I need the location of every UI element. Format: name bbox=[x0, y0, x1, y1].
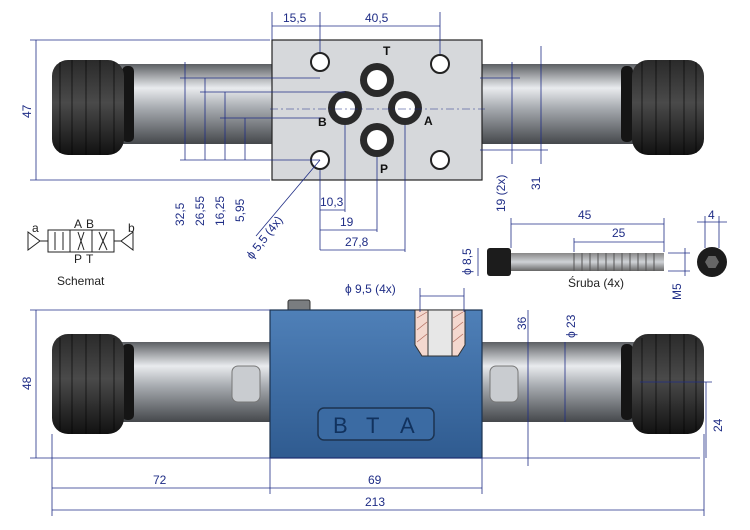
port-p-label: P bbox=[380, 162, 388, 176]
dim-screw-45: 45 bbox=[578, 208, 592, 222]
side-view: B T A bbox=[52, 299, 704, 459]
dim-19-2x: 19 (2x) bbox=[494, 175, 508, 212]
dim-40-5: 40,5 bbox=[365, 11, 389, 25]
dim-36: 36 bbox=[515, 316, 529, 330]
top-view: T A B P bbox=[52, 39, 704, 181]
left-knob-side bbox=[52, 334, 124, 434]
right-solenoid-tube bbox=[480, 64, 640, 144]
port-b-label: B bbox=[318, 115, 327, 129]
dim-15-5: 15,5 bbox=[283, 11, 307, 25]
dim-26-55: 26,55 bbox=[193, 196, 207, 226]
dim-10-3: 10,3 bbox=[320, 195, 344, 209]
dim-phi-9-5: ϕ 9,5 (4x) bbox=[345, 282, 396, 296]
dim-47: 47 bbox=[20, 104, 34, 118]
brand-plate bbox=[317, 407, 435, 441]
left-knob bbox=[52, 60, 124, 155]
dim-213: 213 bbox=[365, 495, 385, 509]
schema-label-B: B bbox=[86, 217, 94, 231]
dim-27-8: 27,8 bbox=[345, 235, 369, 249]
mounting-holes bbox=[310, 52, 450, 170]
schema-label-A: A bbox=[74, 217, 82, 231]
left-ring bbox=[122, 66, 134, 142]
dim-48: 48 bbox=[20, 376, 34, 390]
dim-19: 19 bbox=[340, 215, 354, 229]
schema-label-T: T bbox=[86, 252, 94, 266]
dim-69: 69 bbox=[368, 473, 382, 487]
brand-letter-b: B bbox=[333, 413, 350, 438]
dim-screw-25: 25 bbox=[612, 226, 626, 240]
dim-screw-m5: M5 bbox=[670, 283, 684, 300]
port-t-label: T bbox=[383, 44, 391, 58]
schema-caption: Schemat bbox=[57, 274, 105, 288]
ports bbox=[328, 63, 422, 157]
hydraulic-schematic: a b A B P T Schemat bbox=[27, 217, 135, 288]
dim-hole-5-5: ϕ 5,5 (4x) bbox=[243, 213, 285, 262]
schema-label-b: b bbox=[128, 221, 135, 235]
right-knob-side bbox=[632, 334, 704, 434]
schema-label-a: a bbox=[32, 221, 39, 235]
right-ring bbox=[621, 66, 633, 142]
dim-24: 24 bbox=[711, 418, 725, 432]
right-knob bbox=[632, 60, 704, 155]
dim-phi-23: ϕ 23 bbox=[564, 314, 578, 338]
screw-drawing: 45 25 4 ϕ 8,5 M5 Śruba (4x) bbox=[460, 208, 727, 300]
left-solenoid-tube bbox=[115, 64, 275, 144]
brand-letter-a: A bbox=[400, 413, 417, 438]
screw-caption: Śruba (4x) bbox=[568, 275, 624, 290]
port-a-label: A bbox=[424, 114, 433, 128]
dim-32-5: 32,5 bbox=[173, 202, 187, 226]
left-nut bbox=[231, 365, 261, 403]
dim-5-95: 5,95 bbox=[233, 198, 247, 222]
dim-72: 72 bbox=[153, 473, 167, 487]
dim-16-25: 16,25 bbox=[213, 196, 227, 226]
dim-screw-8-5: ϕ 8,5 bbox=[460, 248, 474, 275]
side-dimensions: ϕ 9,5 (4x) 36 ϕ 23 48 24 72 69 213 bbox=[20, 282, 725, 516]
dim-31: 31 bbox=[529, 176, 543, 190]
schema-label-P: P bbox=[74, 252, 82, 266]
dim-screw-4: 4 bbox=[708, 208, 715, 222]
right-nut bbox=[489, 365, 519, 403]
brand-letter-t: T bbox=[366, 413, 381, 438]
